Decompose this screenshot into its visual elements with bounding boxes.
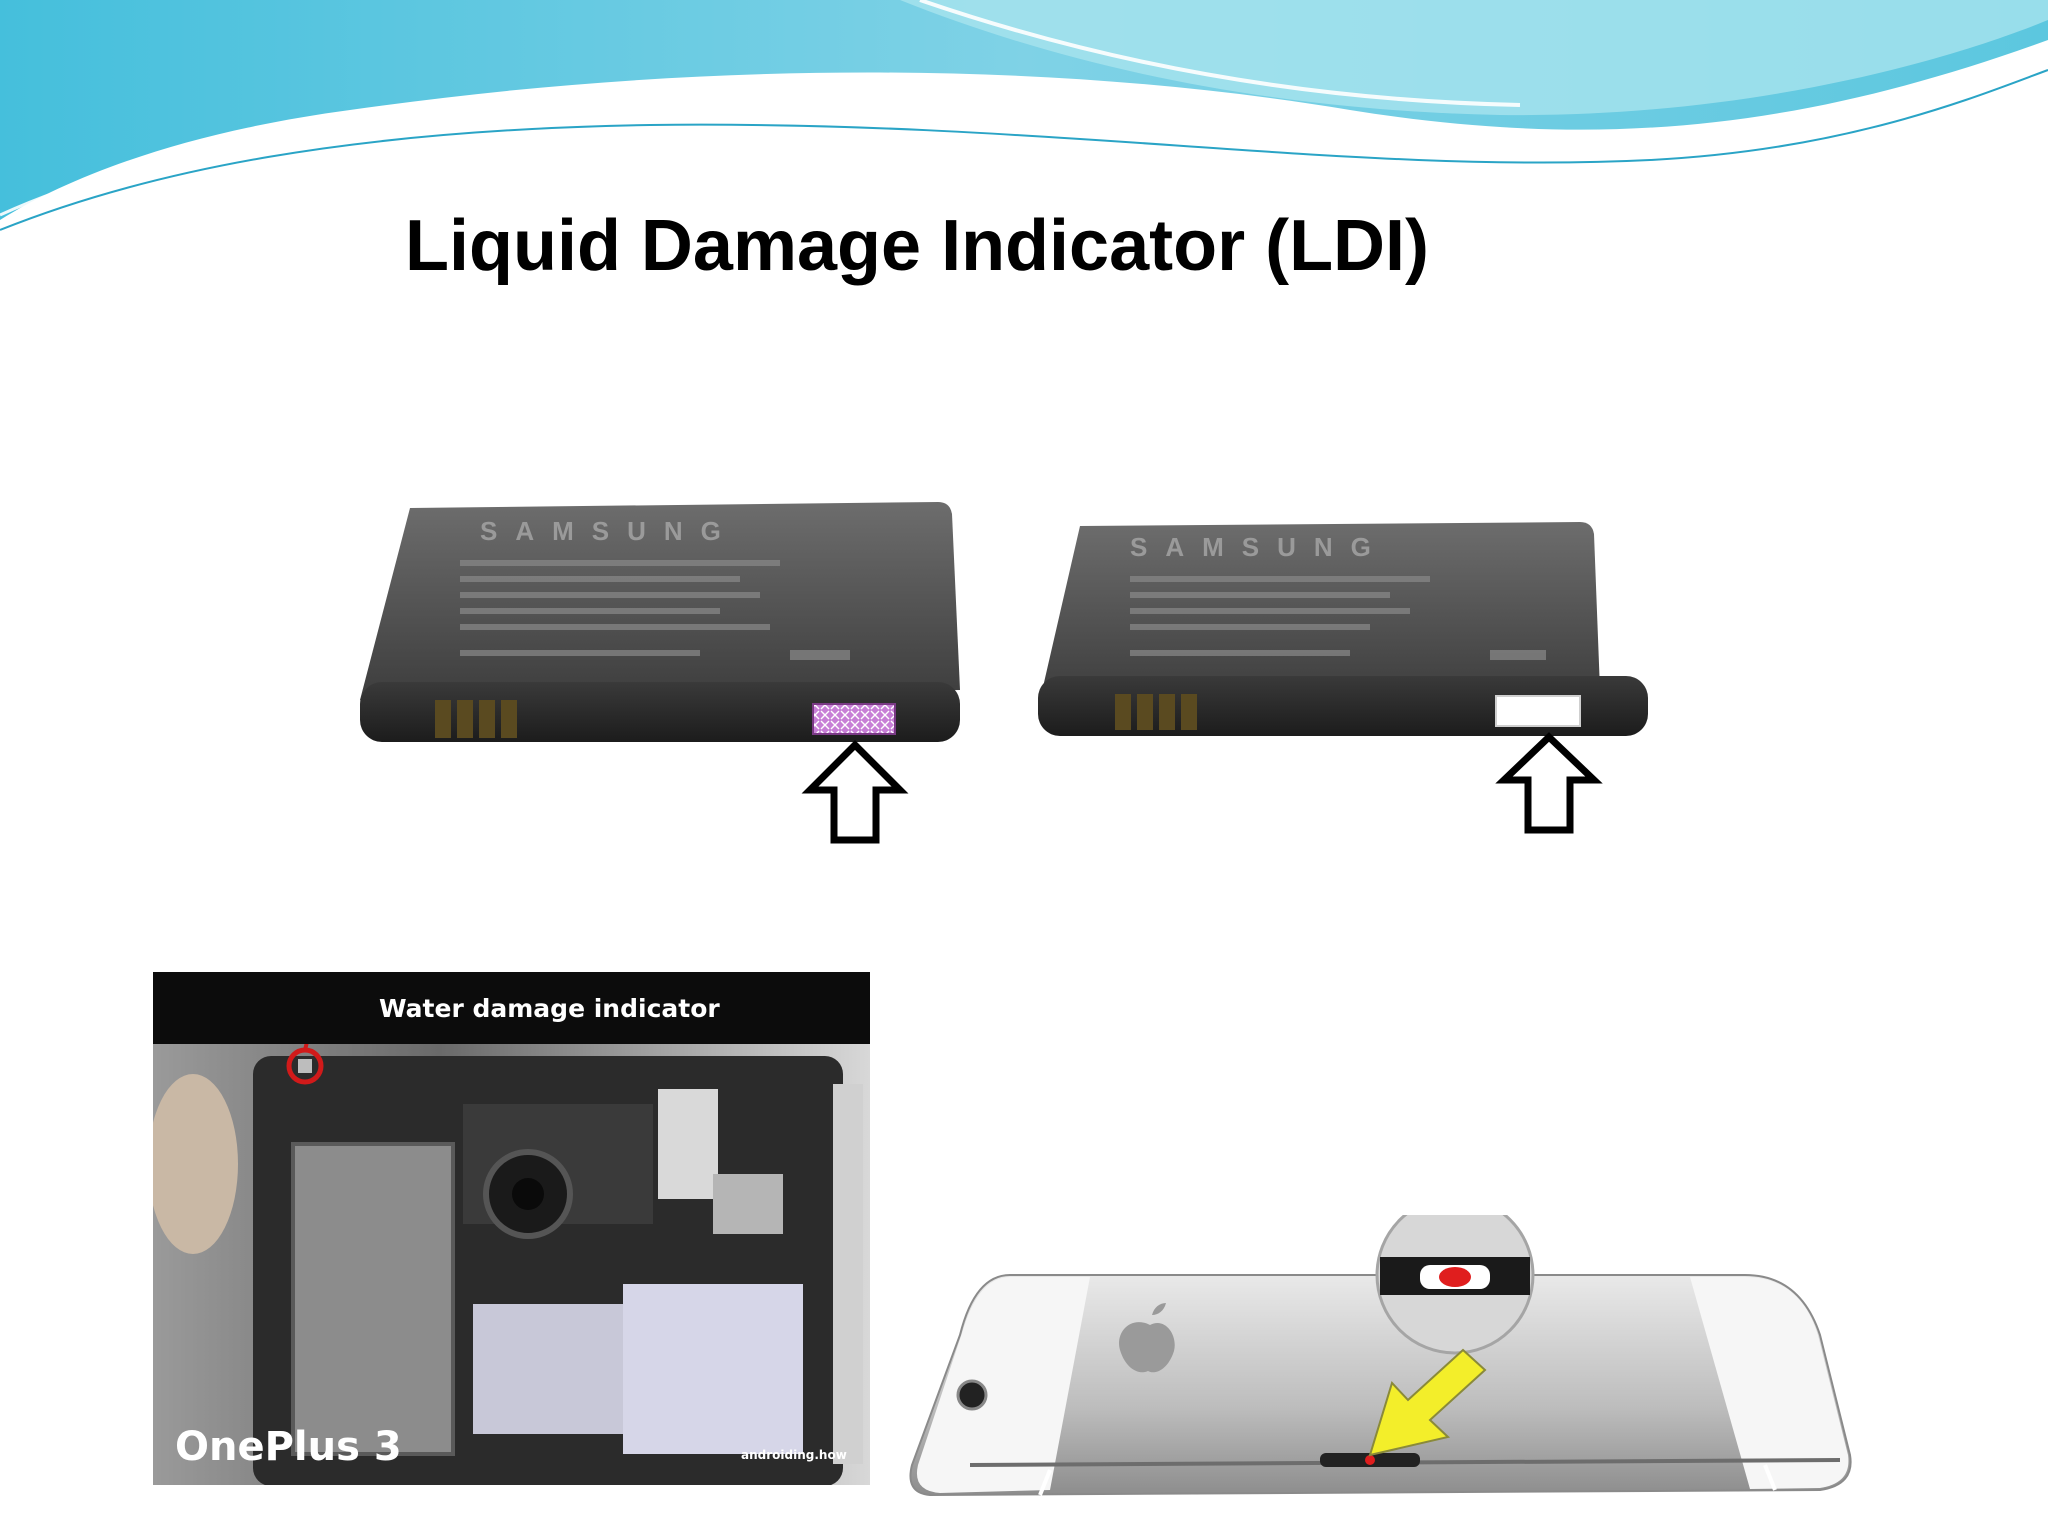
water-damage-indicator-label: Water damage indicator bbox=[379, 994, 720, 1023]
apple-logo-icon bbox=[1119, 1303, 1175, 1373]
magnified-ldi-callout bbox=[1375, 1215, 1535, 1355]
battery-left-brand: SAMSUNG bbox=[480, 516, 739, 546]
phone-model-label: OnePlus 3 bbox=[175, 1424, 402, 1470]
pointer-arrow-icon bbox=[1368, 1348, 1487, 1457]
slide-title: Liquid Damage Indicator (LDI) bbox=[405, 206, 1430, 286]
battery-right-ldi-clean bbox=[1495, 695, 1581, 727]
iphone-back-illustration bbox=[909, 1215, 1852, 1497]
oneplus3-motherboard bbox=[153, 1044, 870, 1485]
header-wave-decoration bbox=[0, 0, 2048, 231]
photo-credit: androiding.how bbox=[741, 1448, 847, 1462]
ldi-red-dot bbox=[1439, 1267, 1471, 1287]
battery-right-brand: SAMSUNG bbox=[1130, 532, 1389, 562]
battery-left: SAMSUNG bbox=[360, 502, 960, 844]
up-arrow-icon bbox=[801, 740, 909, 844]
samsung-batteries-illustration: SAMSUNG SAMSUNG bbox=[360, 502, 1648, 844]
battery-right: SAMSUNG bbox=[1038, 522, 1648, 834]
camera-lens bbox=[956, 1379, 988, 1411]
up-arrow-icon bbox=[1495, 732, 1603, 834]
battery-left-ldi-triggered bbox=[812, 703, 896, 735]
oneplus3-photo: Water damage indicator OnePlus 3 android… bbox=[153, 972, 870, 1485]
photo-caption-bar bbox=[153, 972, 870, 1044]
